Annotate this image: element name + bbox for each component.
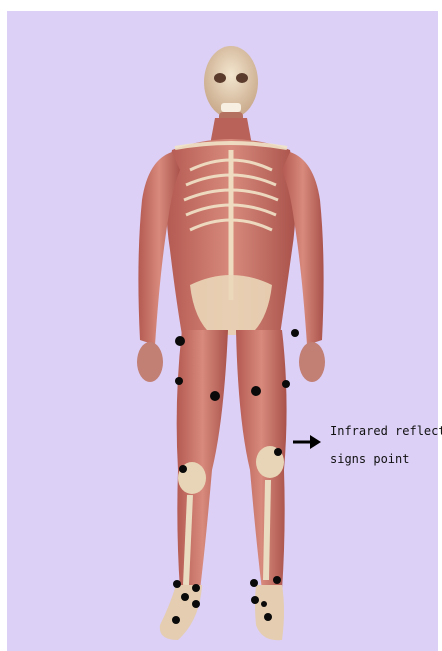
marker-dot xyxy=(192,584,200,592)
marker-dot xyxy=(273,576,281,584)
left-foot xyxy=(160,585,202,640)
marker-dot xyxy=(282,380,290,388)
right-arrow-icon xyxy=(292,434,322,450)
right-foot xyxy=(255,585,284,640)
right-hand xyxy=(299,342,325,382)
skull xyxy=(204,46,258,124)
left-leg xyxy=(177,330,228,590)
marker-dot xyxy=(181,593,189,601)
marker-dot xyxy=(210,391,220,401)
marker-dot xyxy=(274,448,282,456)
marker-dot xyxy=(175,377,183,385)
marker-dot xyxy=(173,580,181,588)
annotation-line-2: signs point xyxy=(330,451,409,467)
marker-dot xyxy=(264,613,272,621)
annotation: Infrared reflecti signs point xyxy=(292,423,442,483)
marker-dot xyxy=(251,386,261,396)
marker-dot xyxy=(192,600,200,608)
annotation-line-1: Infrared reflecti xyxy=(330,423,442,439)
marker-dot xyxy=(291,329,299,337)
marker-dot xyxy=(175,336,185,346)
marker-dot xyxy=(179,465,187,473)
marker-dot xyxy=(250,579,258,587)
left-hand xyxy=(137,342,163,382)
marker-dot xyxy=(261,601,267,607)
marker-dot xyxy=(251,596,259,604)
marker-dot xyxy=(172,616,180,624)
